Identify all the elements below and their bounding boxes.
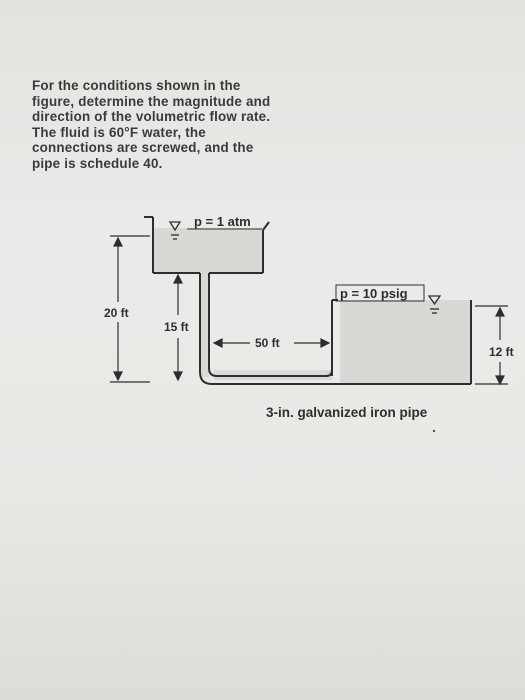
figure-caption: 3-in. galvanized iron pipe — [266, 405, 428, 420]
problem-line: The fluid is 60°F water, the — [32, 124, 206, 140]
problem-line: figure, determine the magnitude and — [32, 93, 271, 109]
dimension-20ft — [110, 235, 150, 383]
speck — [432, 429, 436, 433]
problem-line: pipe is schedule 40. — [32, 155, 163, 171]
pipe-water — [200, 273, 209, 377]
right-tank — [331, 299, 472, 385]
problem-line: For the conditions shown in the — [32, 78, 241, 93]
dimension-20ft-label: 20 ft — [104, 306, 129, 320]
dimension-15ft — [171, 272, 190, 382]
surface-triangle-icon — [427, 295, 442, 314]
right-pressure-label: p = 10 psig — [340, 286, 408, 301]
dimension-12ft-label: 12 ft — [489, 345, 514, 359]
pipe — [199, 273, 340, 385]
problem-statement: For the conditions shown in the figure, … — [32, 78, 332, 172]
problem-line: connections are screwed, and the — [32, 140, 254, 156]
dimension-50ft — [212, 338, 331, 348]
right-tank-water — [340, 300, 470, 384]
dimension-15ft-label: 15 ft — [164, 320, 189, 334]
dimension-12ft — [475, 305, 508, 386]
surface-triangle-icon — [168, 221, 182, 240]
left-tank-water — [153, 228, 263, 273]
problem-line: direction of the volumetric flow rate. — [32, 109, 271, 125]
right-label-box — [335, 284, 425, 302]
left-pressure-label: p = 1 atm — [194, 214, 251, 229]
dimension-50ft-label: 50 ft — [255, 336, 280, 350]
